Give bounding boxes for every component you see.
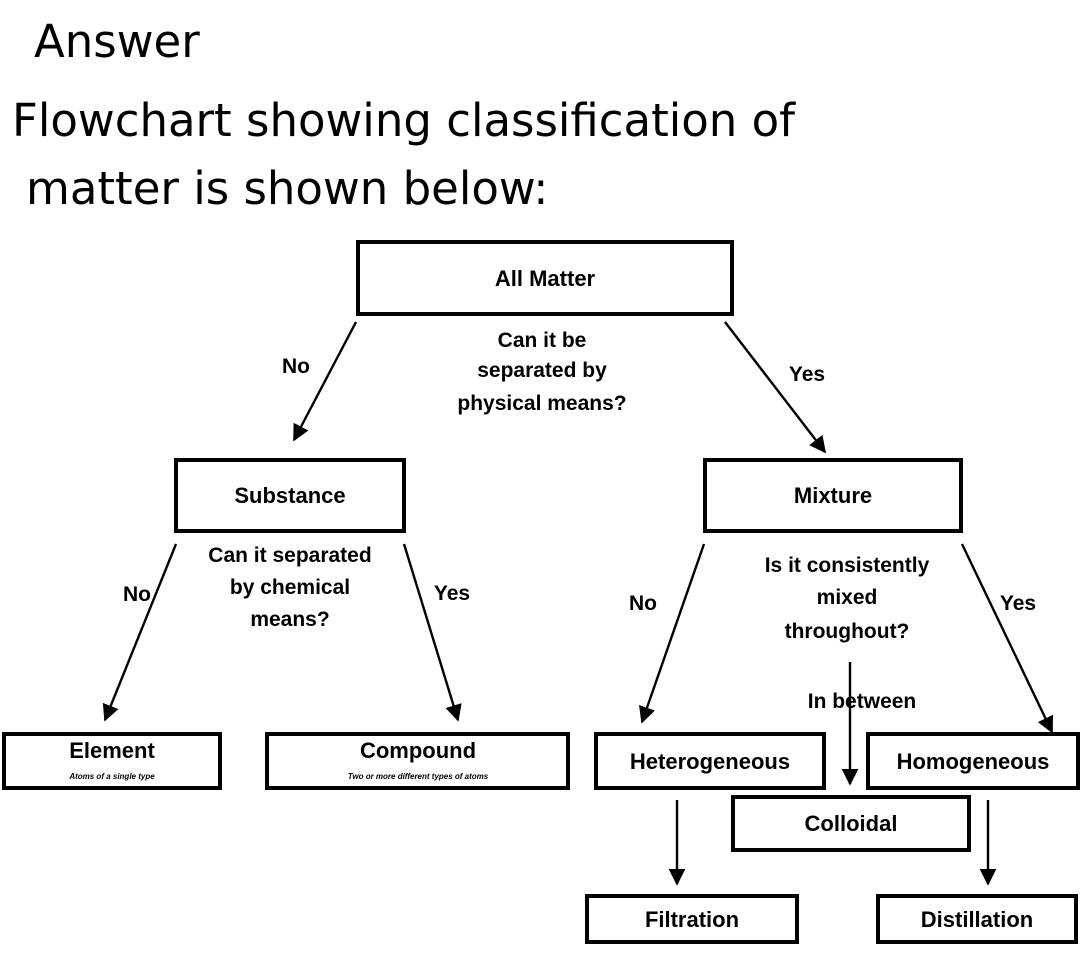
edge-mixture-to-heterogeneous: [639, 543, 706, 724]
edge-label-yes-mixture: Yes: [1000, 592, 1036, 615]
edge-substance-to-element: [102, 543, 178, 722]
edge-substance-to-compound: [402, 543, 462, 722]
edge-label-in-between: In between: [808, 690, 917, 713]
node-homogeneous: Homogeneous: [866, 732, 1080, 790]
node-compound-description: Two or more different types of atoms: [348, 772, 489, 781]
edge-label-no-substance: No: [123, 583, 151, 606]
node-colloidal-label: Colloidal: [805, 811, 898, 836]
question-consistently-mixed: Is it consistently mixed throughout?: [765, 554, 930, 643]
node-element-label: Element: [69, 738, 155, 763]
svg-text:Can it separated: Can it separated: [208, 544, 371, 567]
edge-label-yes-substance: Yes: [434, 582, 470, 605]
node-substance-label: Substance: [234, 483, 345, 508]
heading: Answer Flowchart showing classification …: [0, 0, 1080, 240]
node-homogeneous-label: Homogeneous: [897, 749, 1050, 774]
svg-text:Is it consistently: Is it consistently: [765, 554, 930, 577]
svg-text:by chemical: by chemical: [230, 576, 350, 599]
node-filtration: Filtration: [585, 894, 799, 944]
node-distillation: Distillation: [876, 894, 1078, 944]
node-compound-label: Compound: [360, 738, 476, 763]
svg-text:mixed: mixed: [817, 586, 878, 609]
node-all-matter-label: All Matter: [495, 266, 596, 291]
node-element-description: Atoms of a single type: [68, 772, 155, 781]
edge-matter-to-mixture: [724, 321, 827, 454]
node-compound: Compound Two or more different types of …: [265, 732, 570, 790]
svg-text:separated by: separated by: [477, 359, 607, 382]
node-mixture: Mixture: [703, 458, 963, 533]
edge-label-no-matter: No: [282, 355, 310, 378]
node-heterogeneous-label: Heterogeneous: [630, 749, 790, 774]
heading-line-2: matter is shown below:: [26, 162, 549, 215]
node-colloidal: Colloidal: [731, 795, 971, 852]
node-filtration-label: Filtration: [645, 907, 739, 932]
question-physical-means: Can it be separated by physical means?: [457, 329, 626, 415]
edge-mixture-to-homogeneous: [960, 543, 1054, 734]
node-heterogeneous: Heterogeneous: [594, 732, 826, 790]
svg-text:physical means?: physical means?: [457, 392, 626, 415]
svg-text:means?: means?: [250, 608, 329, 631]
edge-label-yes-matter: Yes: [789, 363, 825, 386]
node-mixture-label: Mixture: [794, 483, 872, 508]
edge-label-no-mixture: No: [629, 592, 657, 615]
svg-text:Can it be: Can it be: [498, 329, 587, 352]
edge-matter-to-substance: [292, 321, 358, 442]
svg-text:throughout?: throughout?: [785, 620, 910, 643]
node-all-matter: All Matter: [356, 240, 734, 316]
node-element: Element Atoms of a single type: [2, 732, 222, 790]
heading-line-1: Flowchart showing classification of: [12, 94, 795, 147]
answer-title: Answer: [34, 15, 200, 68]
node-substance: Substance: [174, 458, 406, 533]
question-chemical-means: Can it separated by chemical means?: [208, 544, 371, 631]
node-distillation-label: Distillation: [921, 907, 1033, 932]
